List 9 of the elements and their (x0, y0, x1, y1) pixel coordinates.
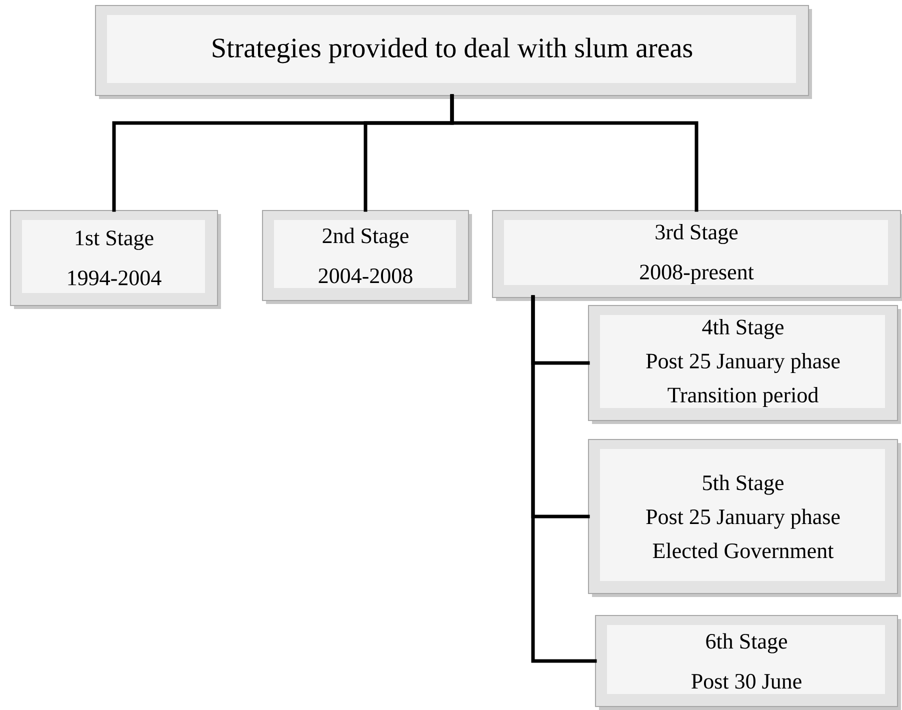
connector-line (450, 94, 698, 212)
stage-box: 3rd Stage 2008-present (492, 210, 902, 301)
stage-box: 2nd Stage 2004-2008 (262, 210, 472, 304)
connector-line (531, 295, 597, 663)
stage-box: 4th Stage Post 25 January phase Transition period (588, 305, 901, 424)
stage-box: 6th Stage Post 30 June (595, 615, 901, 710)
stage-box: 5th Stage Post 25 January phase Elected Government (588, 439, 901, 597)
title-box: Strategies provided to deal with slum areas (95, 5, 812, 99)
stage-box: 1st Stage 1994-2004 (10, 210, 221, 309)
